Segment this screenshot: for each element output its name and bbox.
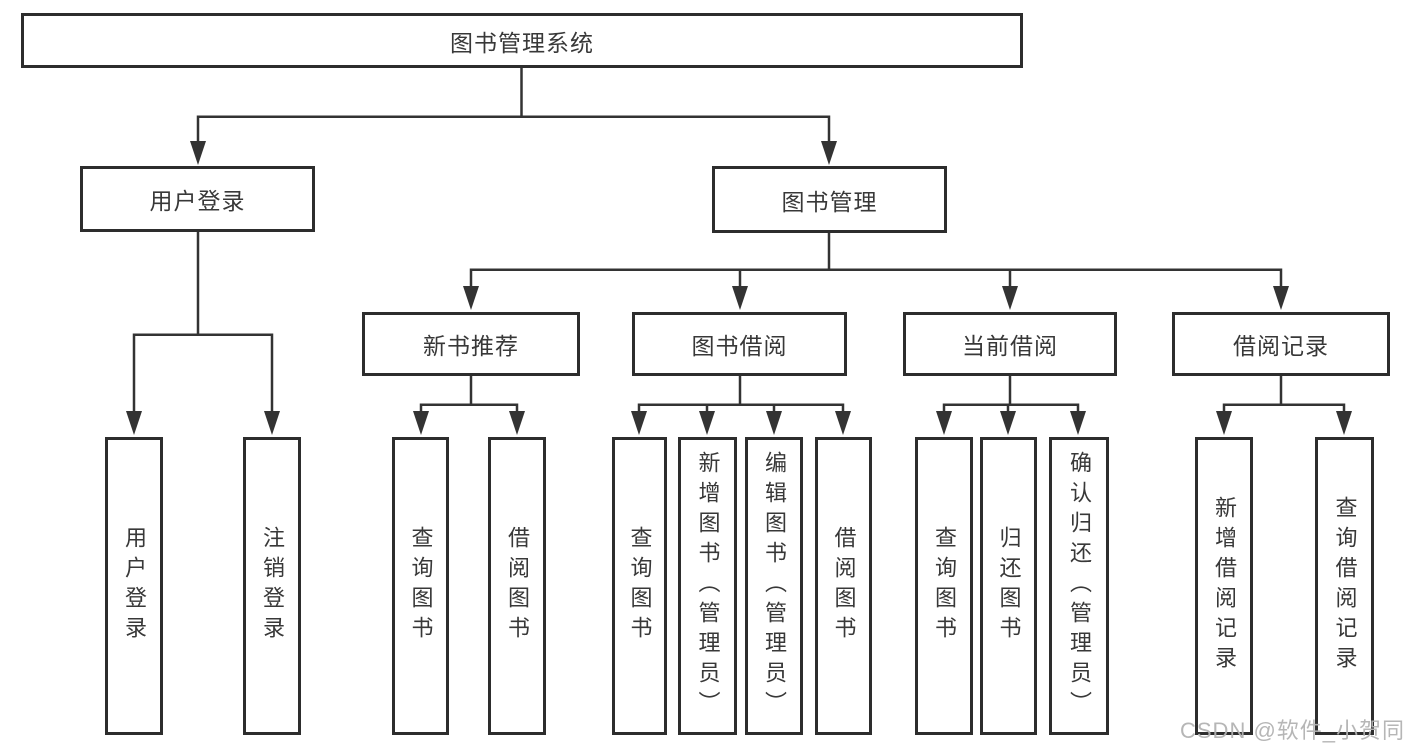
node-borrowing-records: 借阅记录 (1172, 312, 1390, 376)
leaf-query-books-borrow: 查询图书 (612, 437, 667, 735)
leaf-edit-book-admin: 编辑图书（管理员） (745, 437, 803, 735)
leaf-confirm-return-admin: 确认归还（管理员） (1049, 437, 1109, 735)
leaf-add-book-admin: 新增图书（管理员） (678, 437, 737, 735)
node-current-borrowing: 当前借阅 (903, 312, 1117, 376)
leaf-query-borrow-record: 查询借阅记录 (1315, 437, 1374, 735)
node-library-management-system: 图书管理系统 (21, 13, 1023, 68)
node-book-management: 图书管理 (712, 166, 947, 233)
leaf-logout: 注销登录 (243, 437, 301, 735)
leaf-borrow-books: 借阅图书 (815, 437, 872, 735)
node-new-book-recommendation: 新书推荐 (362, 312, 580, 376)
node-user-login: 用户登录 (80, 166, 315, 232)
node-book-borrowing: 图书借阅 (632, 312, 847, 376)
leaf-user-login: 用户登录 (105, 437, 163, 735)
leaf-query-books-recommend: 查询图书 (392, 437, 449, 735)
csdn-watermark: CSDN @软件_小贺同学 (1180, 718, 1405, 743)
leaf-add-borrow-record: 新增借阅记录 (1195, 437, 1253, 735)
leaf-return-books: 归还图书 (980, 437, 1037, 735)
leaf-borrow-books-recommend: 借阅图书 (488, 437, 546, 735)
arrowheads (126, 141, 1352, 435)
leaf-query-books-current: 查询图书 (915, 437, 973, 735)
